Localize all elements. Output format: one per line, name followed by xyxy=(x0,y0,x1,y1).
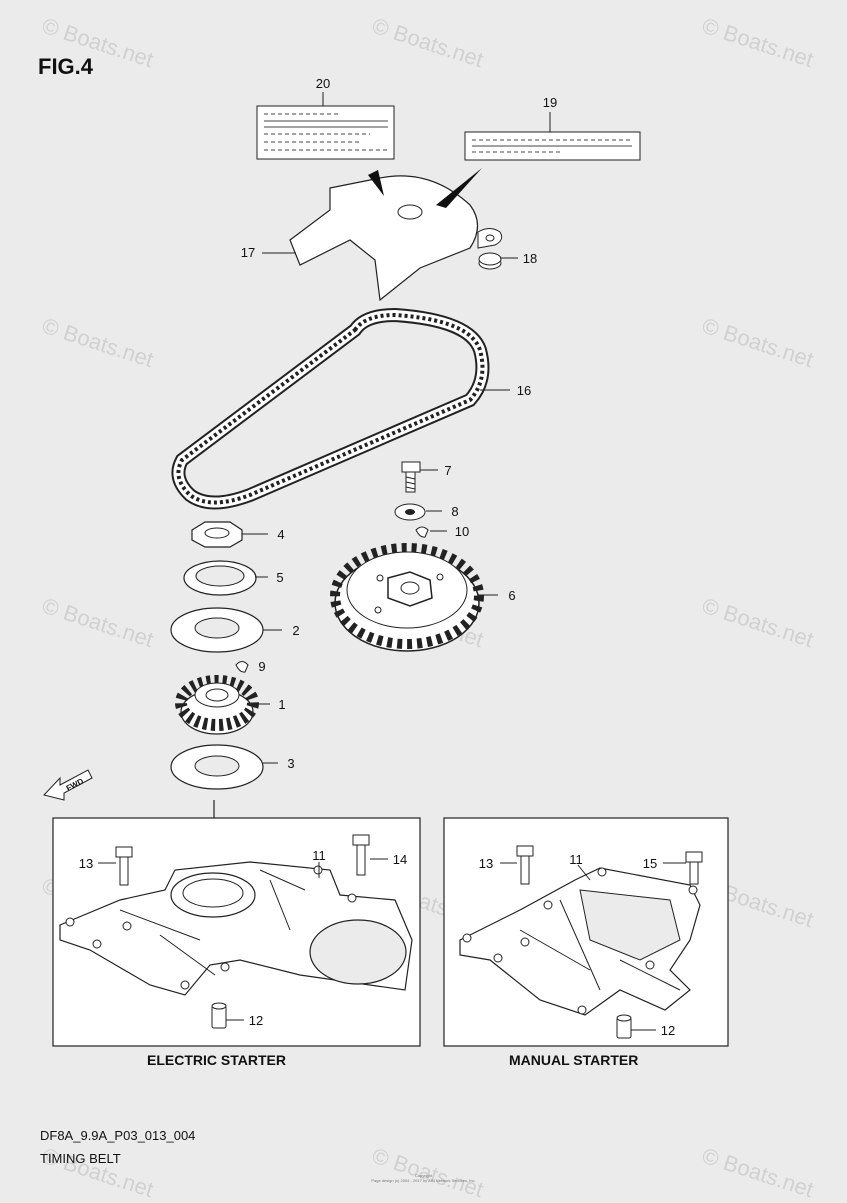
callout-17: 17 xyxy=(241,245,255,260)
callout-13-manual: 13 xyxy=(479,856,493,871)
part-19-label-sticker[interactable] xyxy=(464,131,641,161)
part-13-bolt-electric[interactable] xyxy=(115,846,133,886)
copyright-line1: Copyright xyxy=(414,1173,433,1178)
part-11-electric-starter-case[interactable] xyxy=(59,861,413,996)
part-14-bolt[interactable] xyxy=(352,834,370,876)
callout-3: 3 xyxy=(287,756,294,771)
callout-19: 19 xyxy=(543,95,557,110)
callout-9: 9 xyxy=(258,659,265,674)
part-1-crankshaft-pulley[interactable] xyxy=(175,675,259,735)
manual-starter-label: MANUAL STARTER xyxy=(509,1052,639,1068)
callout-11-electric: 11 xyxy=(312,848,326,863)
part-12-dowel-electric[interactable] xyxy=(211,1002,227,1029)
callout-13-electric: 13 xyxy=(79,856,93,871)
callout-11-manual: 11 xyxy=(569,852,583,867)
callout-14: 14 xyxy=(393,852,407,867)
callout-15: 15 xyxy=(643,856,657,871)
callout-20: 20 xyxy=(316,76,330,91)
callout-18: 18 xyxy=(523,251,537,266)
part-5-lock-washer[interactable] xyxy=(183,560,257,596)
figure-code: DF8A_9.9A_P03_013_004 xyxy=(40,1128,196,1143)
part-18-grommet[interactable] xyxy=(478,252,502,270)
part-13-bolt-manual[interactable] xyxy=(516,845,534,885)
figure-title: FIG.4 xyxy=(38,54,94,79)
callout-4: 4 xyxy=(277,527,284,542)
part-8-washer[interactable] xyxy=(394,503,426,521)
figure-name: TIMING BELT xyxy=(40,1151,121,1166)
part-3-pulley-plate[interactable] xyxy=(170,744,264,790)
electric-starter-label: ELECTRIC STARTER xyxy=(147,1052,286,1068)
callout-10: 10 xyxy=(455,524,469,539)
copyright-line2: Page design (c) 2004 - 2017 by ARI Netwo… xyxy=(371,1178,476,1183)
callout-16: 16 xyxy=(517,383,531,398)
fwd-arrow-icon: FWD xyxy=(43,769,93,801)
callout-12-electric: 12 xyxy=(249,1013,263,1028)
callout-7: 7 xyxy=(444,463,451,478)
callout-6: 6 xyxy=(508,588,515,603)
part-7-bolt[interactable] xyxy=(401,461,421,493)
part-20-label-sticker[interactable] xyxy=(256,105,395,160)
part-12-dowel-manual[interactable] xyxy=(616,1014,632,1039)
callout-2: 2 xyxy=(292,623,299,638)
callout-1: 1 xyxy=(278,697,285,712)
callout-8: 8 xyxy=(451,504,458,519)
part-9-key[interactable] xyxy=(235,661,249,673)
part-6-camshaft-pulley[interactable] xyxy=(330,543,484,652)
part-11-manual-starter-case[interactable] xyxy=(459,867,701,1016)
part-15-bolt[interactable] xyxy=(685,851,703,885)
part-2-pulley-plate[interactable] xyxy=(170,607,264,653)
part-16-timing-belt[interactable] xyxy=(171,307,490,510)
part-4-nut[interactable] xyxy=(191,521,243,548)
callout-12-manual: 12 xyxy=(661,1023,675,1038)
part-10-key[interactable] xyxy=(415,526,429,538)
part-17-timing-belt-cover[interactable] xyxy=(289,168,503,302)
callout-5: 5 xyxy=(276,570,283,585)
